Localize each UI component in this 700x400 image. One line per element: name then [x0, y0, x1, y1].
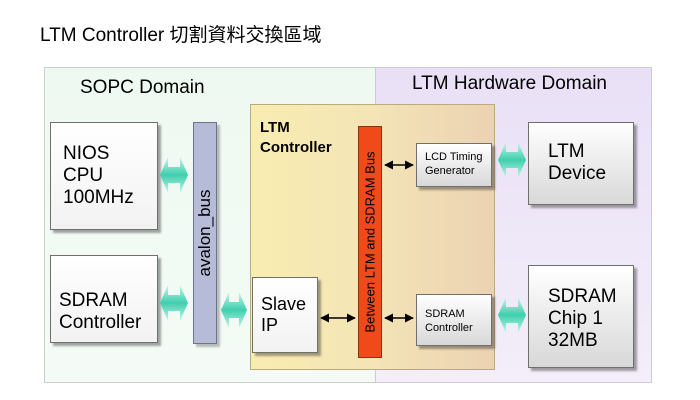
- nios-label-line: 100MHz: [63, 187, 134, 208]
- ltm-hardware-domain-label: LTM Hardware Domain: [412, 73, 607, 94]
- sdram-controller-small-label-line: SDRAM: [425, 308, 465, 320]
- nios-label-line: NIOS: [63, 143, 110, 164]
- ltm-device-label-line: LTM: [548, 141, 585, 162]
- nios-label-line: CPU: [63, 165, 104, 186]
- ltm-controller-label: LTM Controller: [260, 118, 332, 158]
- sdram-controller-block: SDRAM Controller: [50, 255, 158, 343]
- ltm-controller-label-line: LTM: [260, 119, 290, 136]
- sdram-chip-label-line: Chip 1: [548, 308, 603, 329]
- double-arrow-connector: [221, 292, 247, 328]
- nios-cpu-block: NIOS CPU 100MHz: [50, 122, 158, 230]
- lcd-timing-generator-block: LCD Timing Generator: [416, 143, 492, 187]
- sdram-chip-label-line: 32MB: [548, 330, 598, 351]
- ltm-device-label-line: Device: [548, 163, 607, 184]
- page-title: LTM Controller 切割資料交換區域: [40, 25, 322, 46]
- ltm-device-block: LTM Device: [528, 122, 634, 205]
- slave-ip-label-line: IP: [261, 315, 279, 335]
- slave-ip-label-line: Slave: [261, 294, 307, 314]
- lcd-timing-label-line: LCD Timing: [425, 151, 483, 163]
- sdram-controller-small-block: SDRAM Controller: [416, 294, 492, 346]
- double-arrow-connector: [160, 285, 188, 321]
- sdram-controller-small-label-line: Controller: [425, 322, 473, 334]
- double-arrow-connector: [498, 297, 526, 333]
- double-arrow-connector: [160, 157, 188, 193]
- sdram-controller-label-line: SDRAM: [59, 290, 128, 311]
- ltm-sdram-bus-block: Between LTM and SDRAM Bus: [358, 126, 382, 358]
- double-arrow-connector: [498, 142, 526, 178]
- lcd-timing-label-line: Generator: [425, 165, 475, 177]
- sdram-chip-label-line: SDRAM: [548, 286, 617, 307]
- sdram-controller-label-line: Controller: [59, 312, 142, 333]
- sdram-chip-block: SDRAM Chip 1 32MB: [528, 265, 634, 368]
- avalon-bus-block: avalon_bus: [193, 122, 217, 344]
- sopc-domain-label: SOPC Domain: [80, 77, 205, 98]
- ltm-controller-label-line: Controller: [260, 139, 332, 156]
- slave-ip-block: Slave IP: [252, 277, 318, 353]
